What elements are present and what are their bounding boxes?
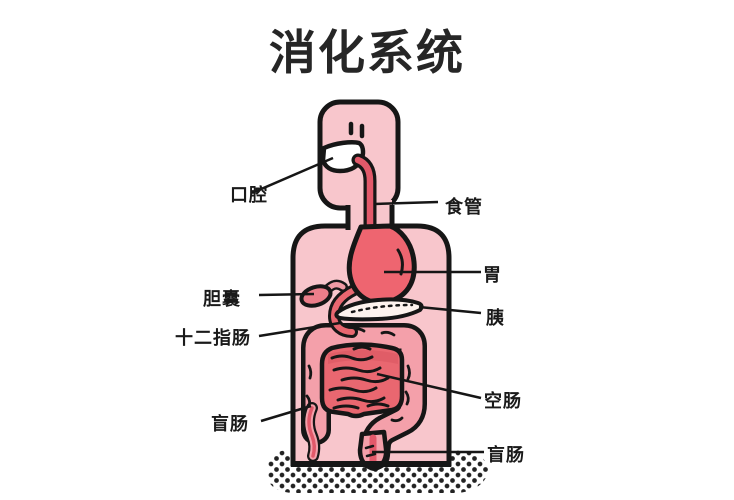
- leader-lines: [251, 156, 484, 454]
- gallbladder-shape: [299, 279, 348, 308]
- label-esophagus: 食管: [445, 197, 483, 217]
- leader-jejunum: [376, 372, 482, 400]
- diagram-title: 消化系统: [269, 26, 465, 79]
- leader-pancreas: [418, 305, 482, 315]
- rectum-shape: [357, 429, 389, 471]
- label-pancreas: 胰: [486, 308, 505, 328]
- pancreas-shape: [334, 297, 424, 322]
- leader-gallbladder: [258, 292, 315, 297]
- leader-esophagus: [373, 200, 439, 206]
- appendix-shape: [303, 402, 321, 462]
- leader-mouth: [251, 156, 334, 195]
- leader-cecum: [260, 404, 312, 423]
- esophagus-shape: [351, 153, 377, 243]
- leader-duodenum: [258, 321, 341, 338]
- label-rectum: 盲肠: [487, 445, 525, 465]
- label-duodenum: 十二指肠: [175, 328, 251, 348]
- label-mouth: 口腔: [230, 185, 268, 205]
- label-gallbladder: 胆囊: [203, 289, 241, 309]
- label-stomach: 胃: [483, 265, 502, 285]
- label-cecum: 盲肠: [211, 414, 249, 434]
- label-jejunum: 空肠: [484, 391, 522, 411]
- jejunum-shape: [319, 342, 405, 419]
